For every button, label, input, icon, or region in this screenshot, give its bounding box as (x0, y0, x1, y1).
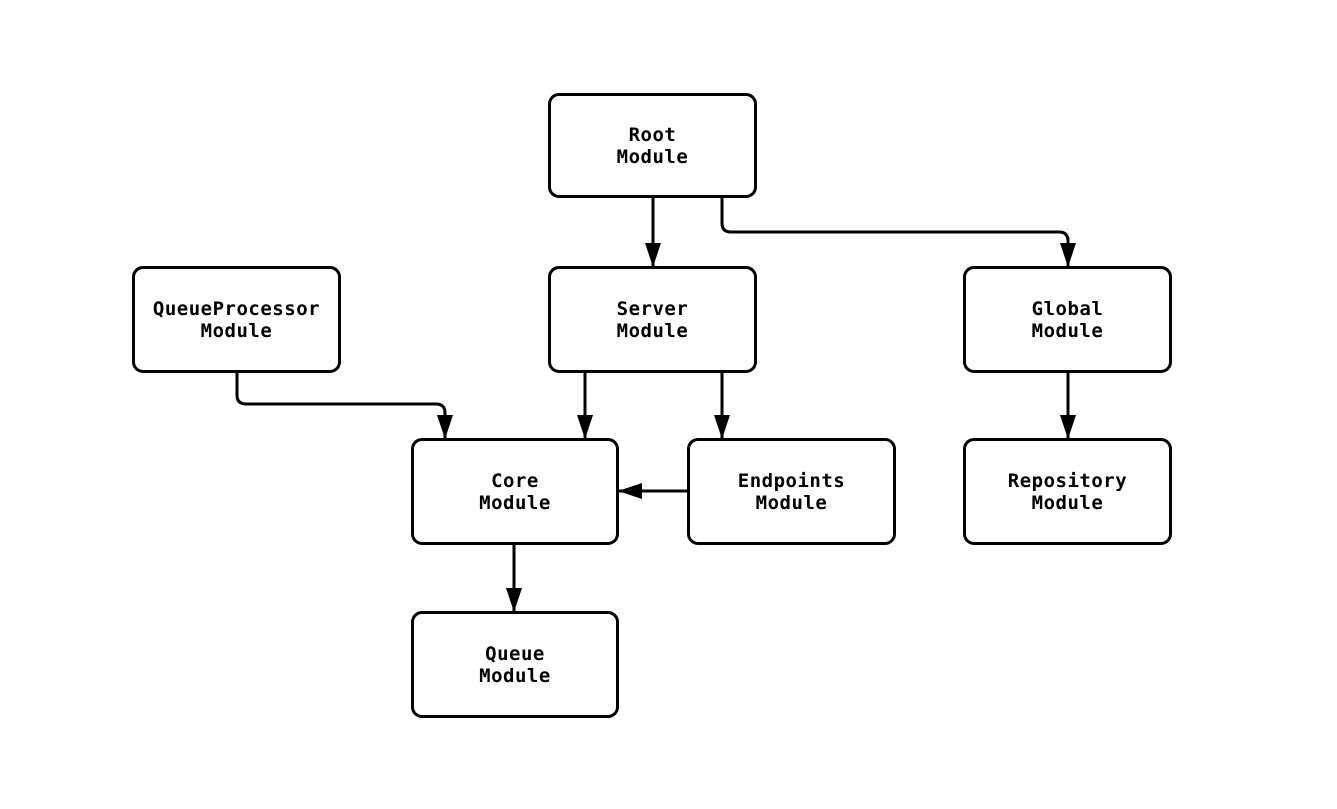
node-endpoints: Endpoints Module (687, 438, 896, 545)
node-queue: Queue Module (411, 611, 619, 718)
node-global: Global Module (963, 266, 1172, 373)
edge-queueprocessor-core (235, 373, 453, 439)
node-root: Root Module (548, 93, 757, 198)
node-repository: Repository Module (963, 438, 1172, 545)
node-server: Server Module (548, 266, 757, 373)
node-core: Core Module (411, 438, 619, 545)
edge-root-global (720, 198, 1076, 267)
node-queueprocessor: QueueProcessor Module (132, 266, 341, 373)
